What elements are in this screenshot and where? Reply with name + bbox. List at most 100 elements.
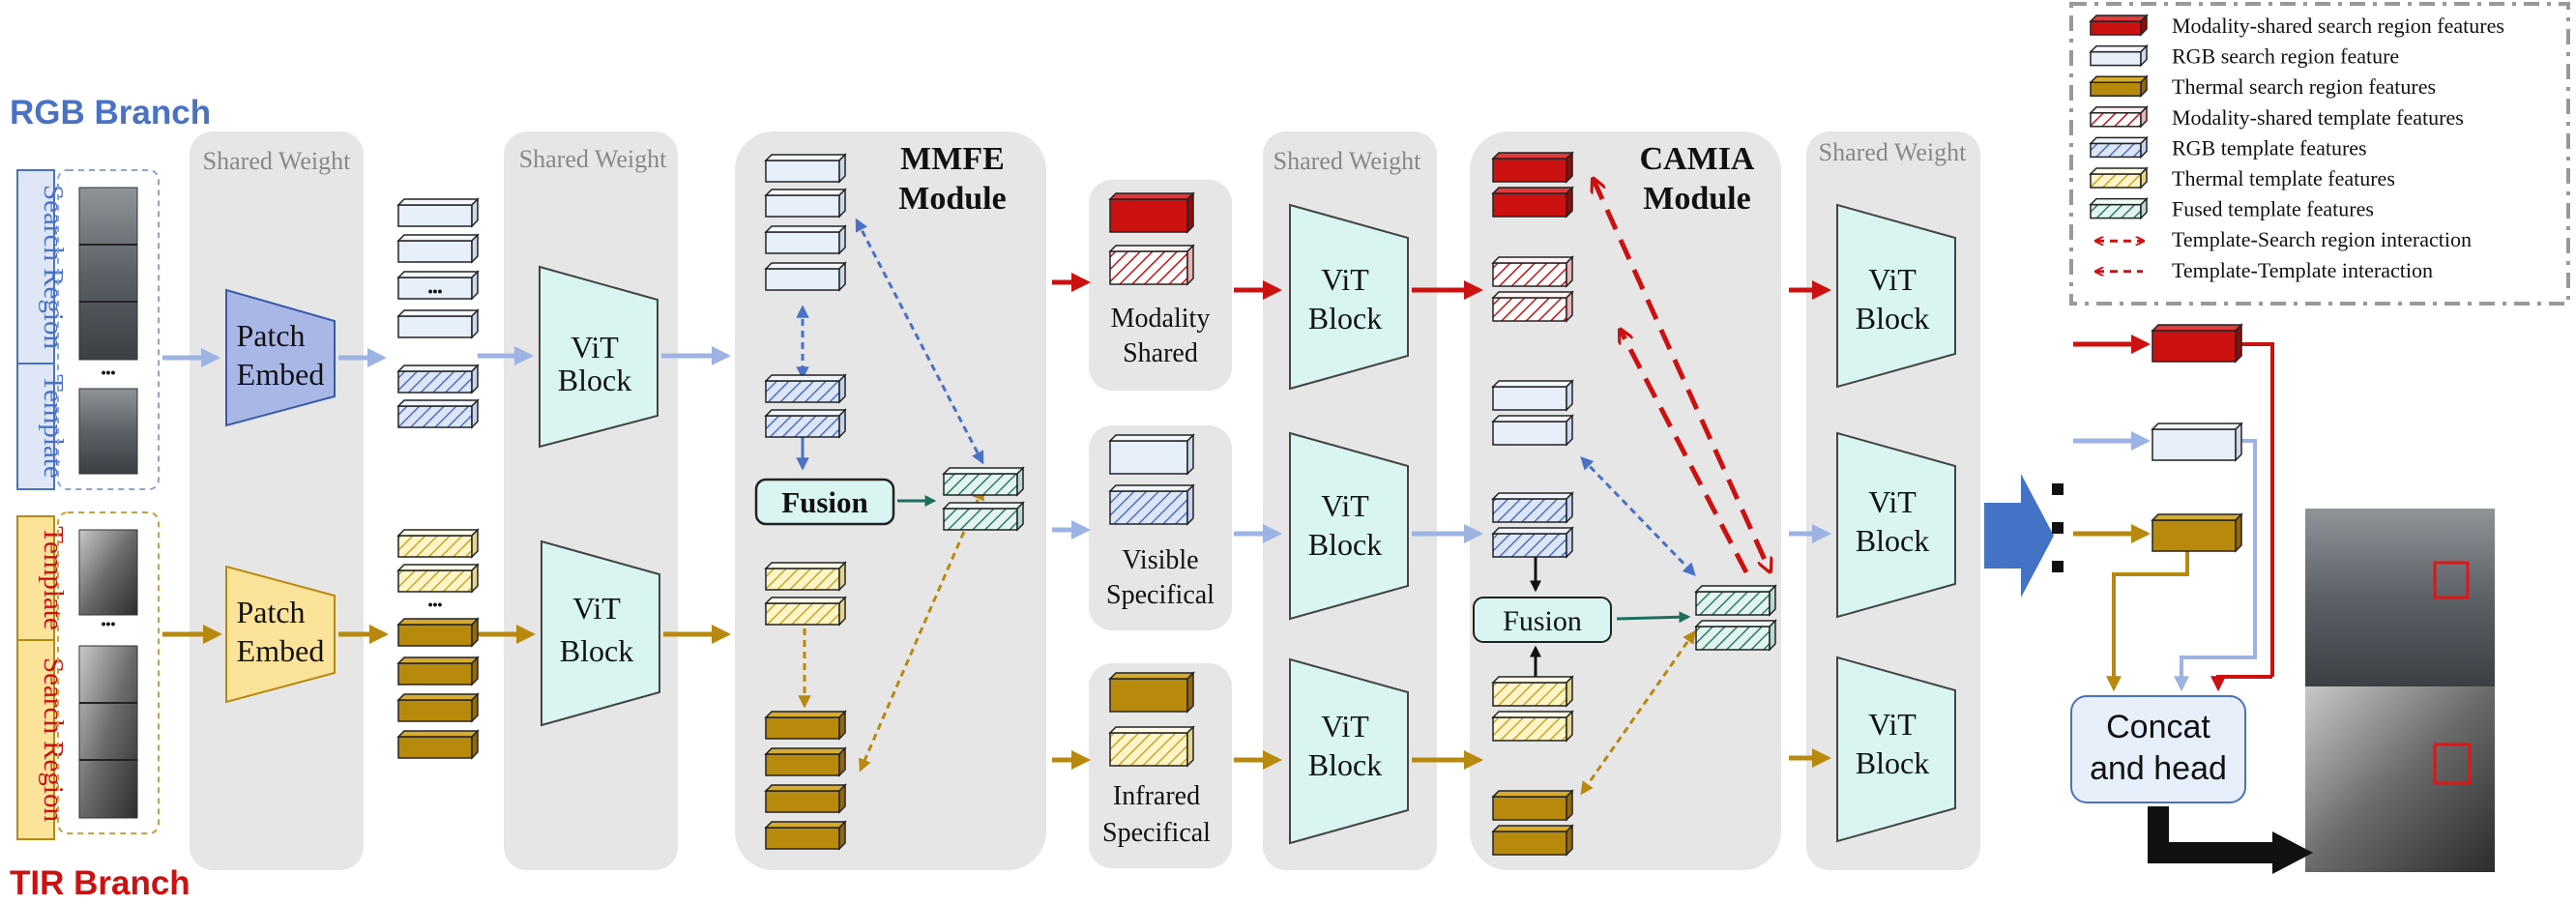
legend-item-9: Template-Template interaction: [2096, 258, 2433, 282]
vit-block-visible-2: ViT Block: [1289, 431, 1409, 621]
svg-text:Concat: Concat: [2106, 709, 2210, 745]
mmfe-rgb-search-token-1: [764, 153, 847, 184]
vit-block-tir-1: ViT Block: [541, 539, 660, 727]
head-tir-search-feature-1: [2151, 512, 2243, 553]
legend-item-3: Thermal search region features: [2089, 74, 2436, 99]
rgb-template-token-2: [396, 398, 480, 429]
infrared-label-1: Infrared: [1113, 781, 1200, 811]
tir-search-image: [78, 645, 138, 819]
legend-label-3: Thermal search region features: [2172, 74, 2436, 99]
mmfe-rgb-template-token-1: [764, 373, 847, 404]
shared-weight-label-4: Shared Weight: [1819, 138, 1967, 166]
mmfe-tir-template-token-2: [764, 596, 847, 627]
tir-search-token-2: [396, 656, 480, 686]
mmfe-rgb-search-token-2: [764, 188, 847, 219]
visible-stream: [1089, 425, 1232, 630]
vit-block-shared-2: ViT Block: [1289, 203, 1409, 391]
rgb-search-region-label: Search Region: [38, 185, 69, 349]
svg-text:ViT: ViT: [1321, 262, 1369, 297]
svg-text:ViT: ViT: [571, 330, 619, 365]
head-shared-search-feature-1: [2151, 323, 2243, 364]
vit-block-visible-3: ViT Block: [1836, 431, 1956, 619]
legend-swatch-5: [2089, 135, 2149, 160]
legend-label-7: Fused template features: [2172, 197, 2374, 221]
result-tir-image: [2305, 686, 2495, 872]
legend-item-5: RGB template features: [2089, 135, 2367, 160]
legend-swatch-7: [2089, 196, 2149, 220]
mmfe-title-module: Module: [898, 181, 1006, 217]
tir-search-token-3: [396, 692, 480, 723]
svg-text:Block: Block: [1308, 747, 1382, 782]
fusion-camia: Fusion: [1473, 597, 1612, 643]
arrows: [162, 180, 2313, 874]
svg-text:Patch: Patch: [236, 595, 305, 629]
modality-shared-label-2: Shared: [1123, 338, 1198, 368]
feature-cubes: ••••••: [396, 151, 2243, 857]
visible-template-feature-1: [1108, 483, 1195, 526]
vit-block-infrared-2: ViT Block: [1289, 657, 1409, 845]
mmfe-tir-search-token-2: [764, 746, 847, 777]
camia-shared-search-token-1: [1491, 151, 1574, 184]
camia-shared-template-token-1: [1491, 255, 1574, 288]
svg-text:Fusion: Fusion: [1503, 605, 1582, 637]
visible-label-2: Specifical: [1106, 580, 1215, 610]
camia-shared-search-token-2: [1491, 186, 1574, 219]
svg-text:ViT: ViT: [1868, 484, 1917, 519]
camia-shared-template-token-2: [1491, 290, 1574, 323]
svg-text:ViT: ViT: [1868, 707, 1917, 742]
svg-text:Fusion: Fusion: [781, 485, 868, 519]
camia-tir-template-token-1: [1491, 675, 1574, 708]
rgb-template-token-1: [396, 364, 480, 394]
tir-ellipsis: •••: [102, 616, 116, 631]
rgb-ellipsis: •••: [102, 365, 116, 380]
svg-text:Block: Block: [1308, 527, 1382, 562]
svg-text:Block: Block: [1308, 301, 1382, 335]
svg-text:and head: and head: [2090, 750, 2227, 787]
legend-item-4: Modality-shared template features: [2089, 105, 2464, 130]
mmfe-tir-search-token-4: [764, 820, 847, 851]
token-ellipsis-2: •••: [428, 597, 443, 612]
legend-label-5: RGB template features: [2172, 135, 2367, 160]
camia-title: CAMIA: [1640, 141, 1755, 177]
mmfe-tir-search-token-3: [764, 783, 847, 814]
svg-text:Block: Block: [1856, 523, 1929, 558]
legend-label-4: Modality-shared template features: [2172, 105, 2464, 130]
legend-item-2: RGB search region feature: [2089, 44, 2399, 69]
legend-item-1: Modality-shared search region features: [2089, 14, 2504, 38]
svg-text:Block: Block: [560, 633, 633, 668]
camia-tir-template-token-2: [1491, 710, 1574, 743]
tir-template-label: Template: [38, 526, 69, 629]
camia-fused-template-token-1: [1694, 584, 1777, 617]
patch-embed-tir: Patch Embed: [225, 565, 336, 704]
shared-weight-panel-2: [504, 131, 678, 870]
tir-search-region-label: Search Region: [38, 657, 69, 822]
camia-rgb-template-token-2: [1491, 526, 1574, 559]
camia-fused-template-token-2: [1694, 619, 1777, 652]
tir-template-token-1: [396, 528, 480, 559]
legend-swatch-3: [2089, 74, 2149, 99]
legend-label-6: Thermal template features: [2172, 166, 2395, 190]
vit-block-infrared-3: ViT Block: [1836, 656, 1956, 843]
svg-text:Embed: Embed: [237, 357, 325, 392]
vit-block-rgb-1: ViT Block: [539, 265, 659, 449]
svg-text:ViT: ViT: [1321, 488, 1369, 523]
modality-shared-search-feature-1: [1108, 191, 1195, 234]
tir-search-token-4: [396, 729, 480, 760]
tir-template-image: [78, 529, 138, 616]
rgb-search-token-3: [396, 270, 480, 301]
tir-search-token-1: [396, 617, 480, 648]
camia-tir-search-token-2: [1491, 824, 1574, 857]
rgb-branch-title: RGB Branch: [10, 94, 211, 131]
infrared-search-feature-1: [1108, 671, 1195, 714]
result-images: [2305, 509, 2495, 872]
vit-block-shared-3: ViT Block: [1836, 203, 1956, 389]
legend: Modality-shared search region featuresRG…: [2069, 2, 2570, 306]
mmfe-title: MMFE: [900, 141, 1005, 177]
svg-text:Block: Block: [558, 363, 631, 397]
tir-image-stack: •••: [57, 511, 160, 834]
rgb-input-labels: Search Region Template: [16, 169, 69, 490]
legend-label-1: Modality-shared search region features: [2172, 14, 2504, 38]
svg-text:ViT: ViT: [1321, 709, 1369, 744]
legend-item-7: Fused template features: [2089, 196, 2374, 221]
